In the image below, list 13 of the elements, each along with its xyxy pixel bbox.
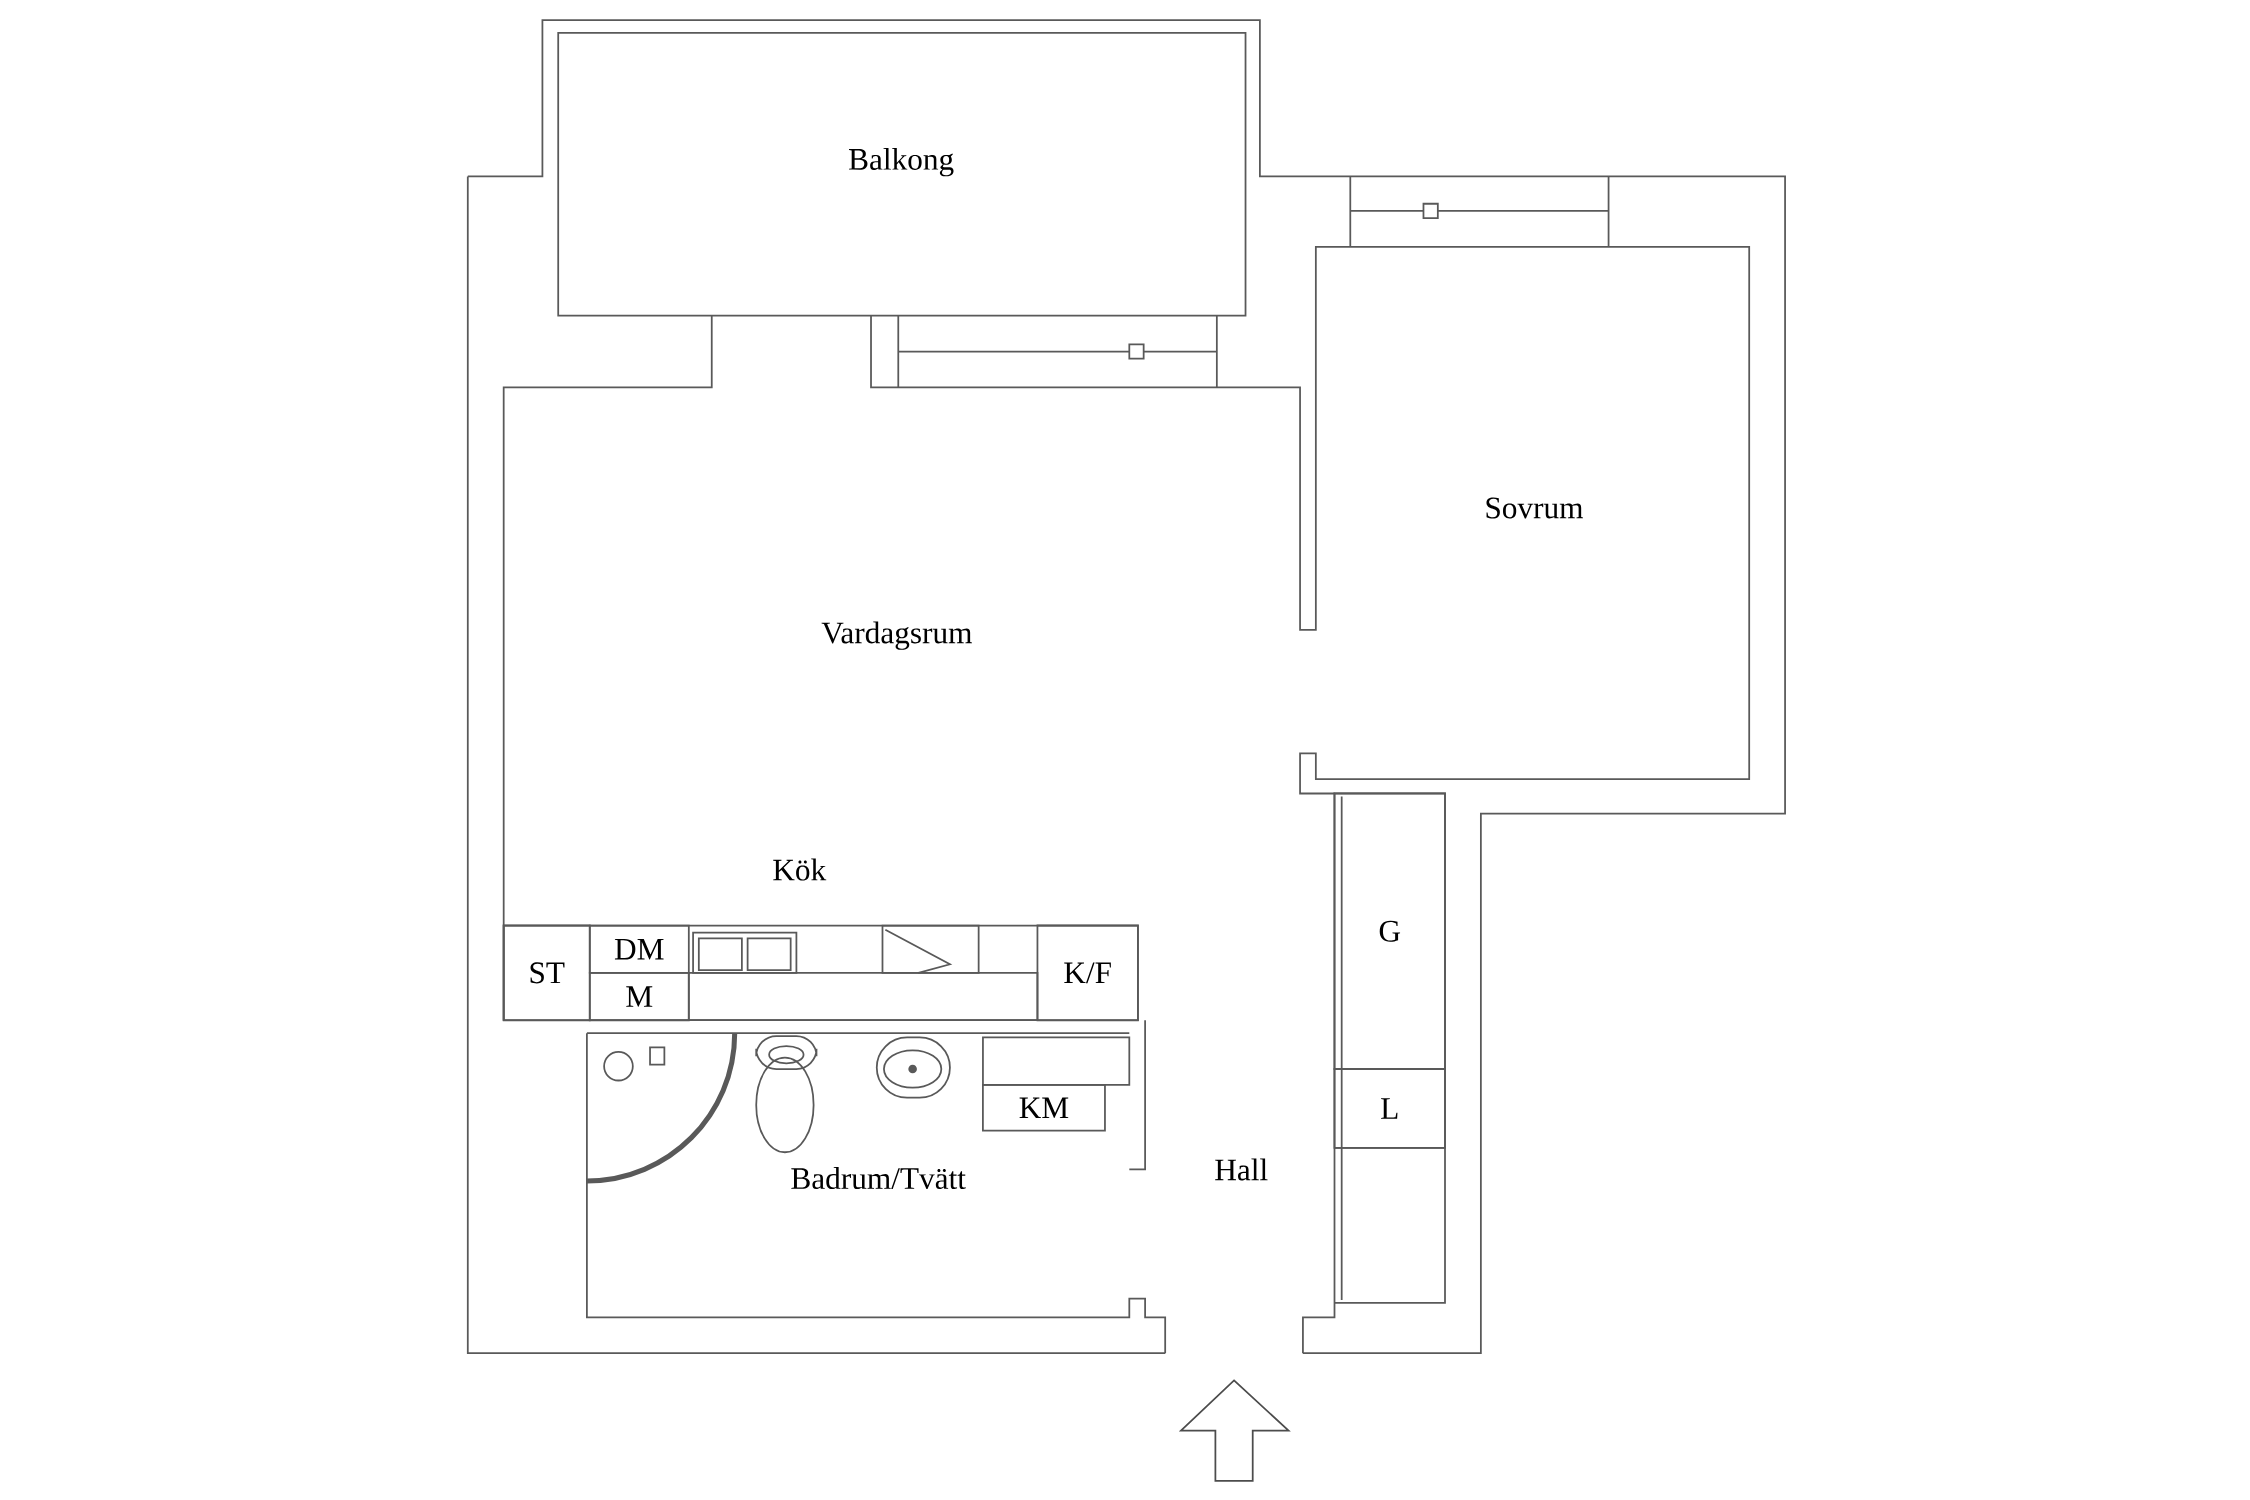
cabinet-box: KM [982, 1084, 1106, 1132]
room-label: Badrum/Tvätt [791, 1167, 966, 1190]
room-label: Sovrum [1486, 497, 1583, 519]
room-label: Balkong [849, 148, 954, 177]
cabinet-box: ST [502, 924, 591, 1022]
cabinet-box: M [588, 972, 690, 1022]
cabinet-box: L [1333, 1068, 1446, 1150]
cabinet-box: K/F [1036, 924, 1139, 1022]
cabinet-box: DM [588, 924, 690, 975]
room-label: Kök [773, 858, 827, 881]
room-label: Vardagsrum [821, 621, 972, 651]
room-label: Hall [1215, 1158, 1268, 1181]
cabinet-box: G [1333, 792, 1446, 1071]
